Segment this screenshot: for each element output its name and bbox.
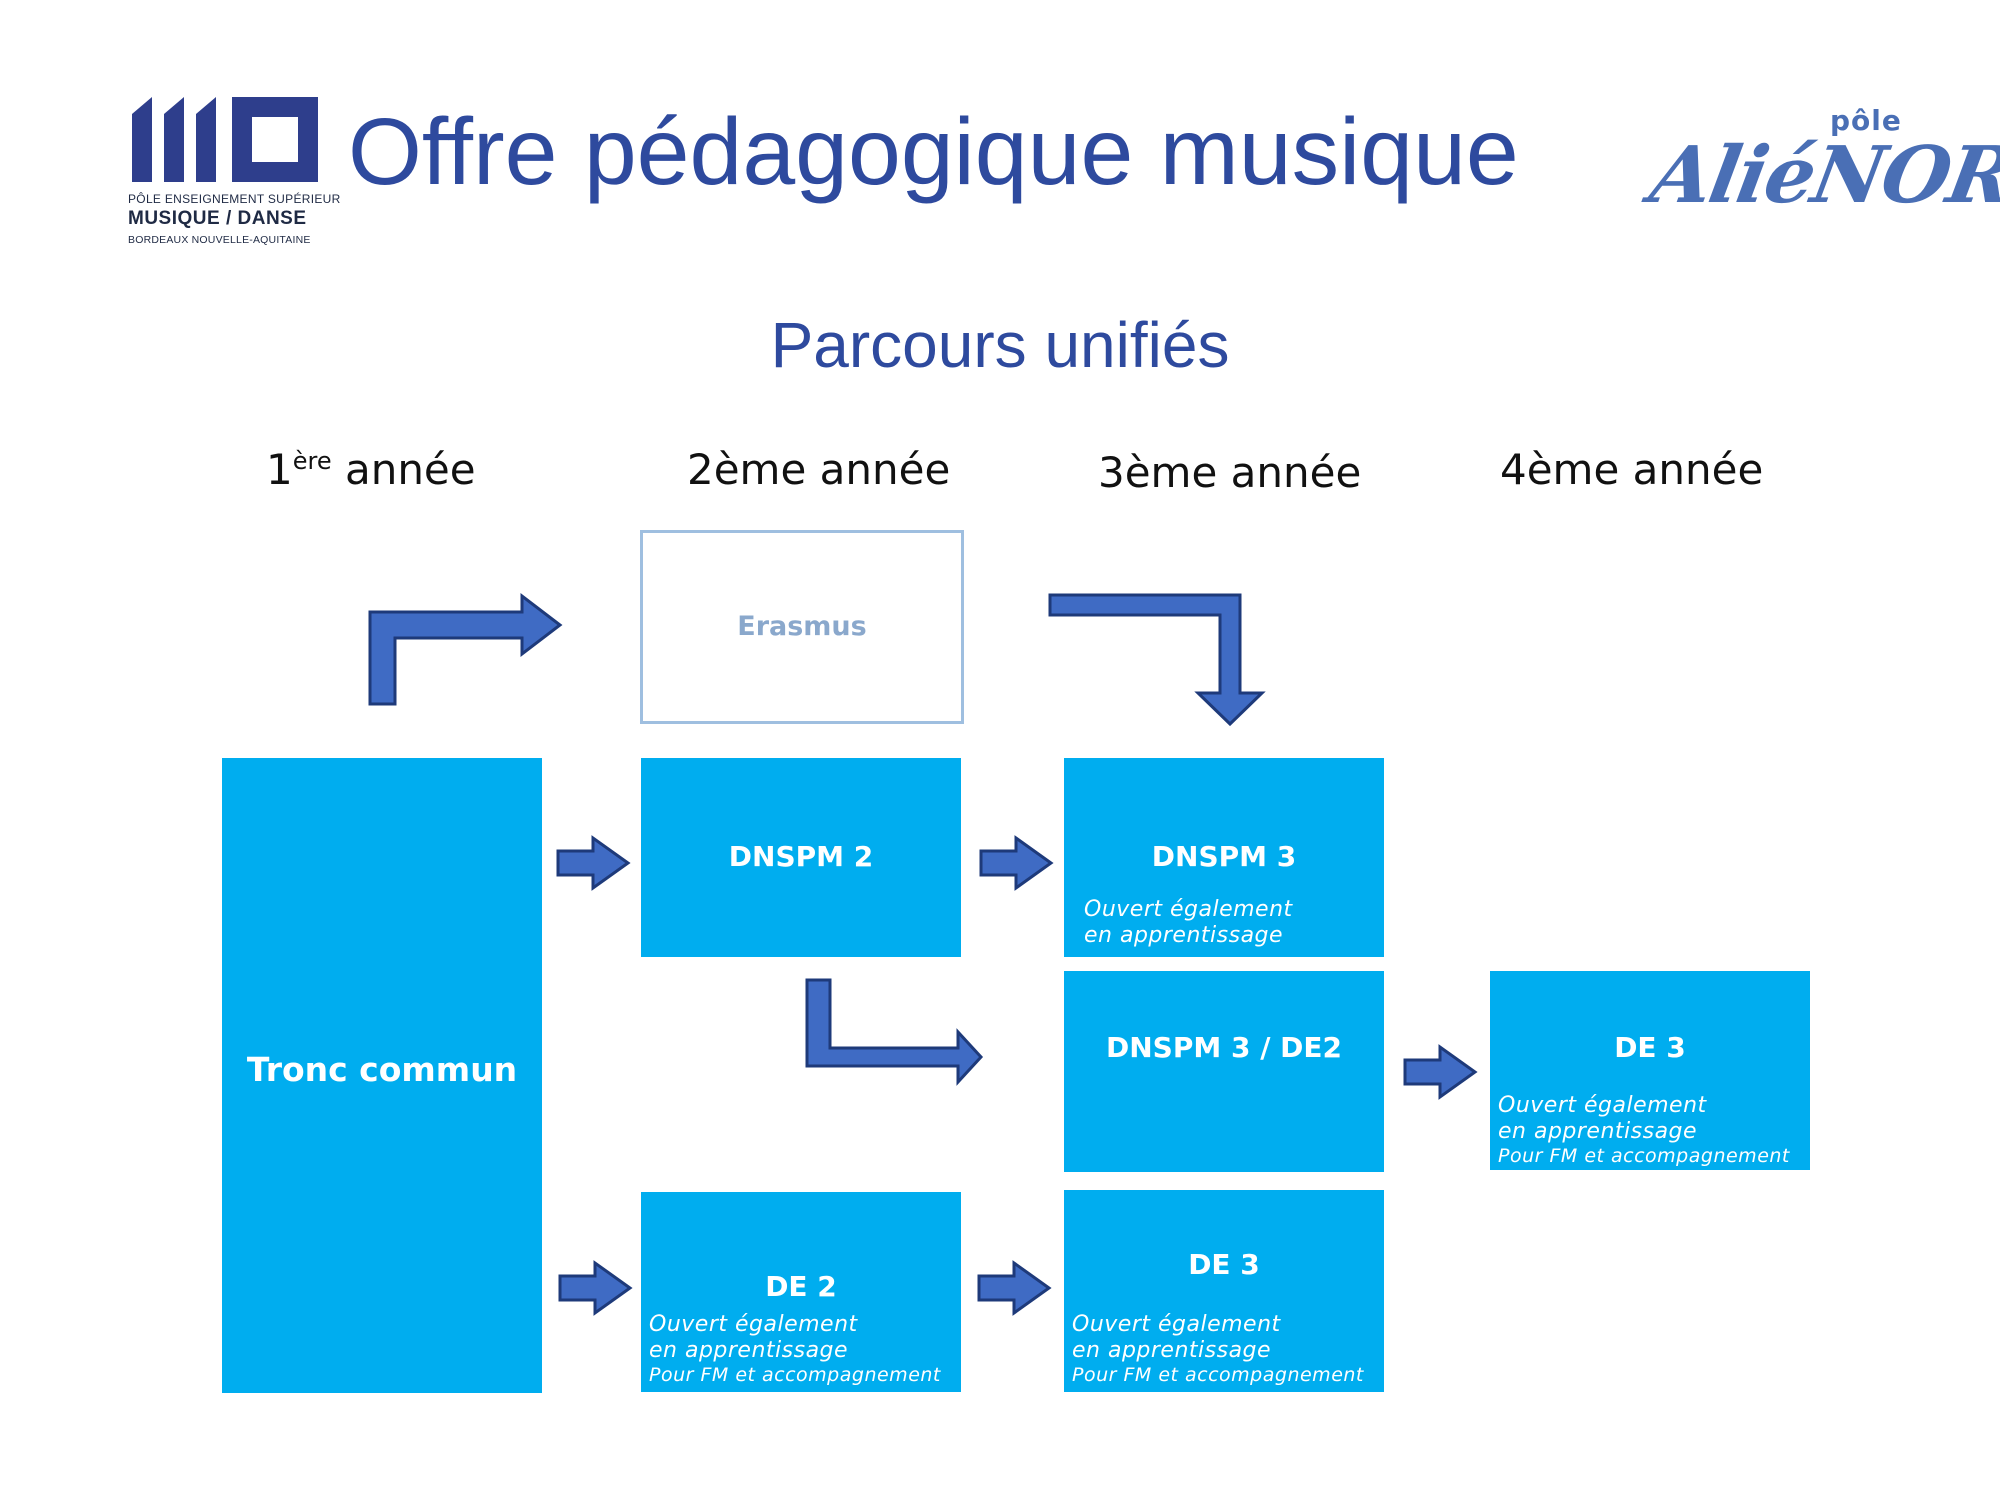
- arrow-tronc-to-de2: [558, 1260, 633, 1316]
- year-header-1: 1ère année: [266, 445, 476, 494]
- logo-text-line2: MUSIQUE / DANSE: [128, 208, 307, 229]
- box-dnspm3-title: DNSPM 3: [1151, 840, 1297, 873]
- box-de3-year3-note3: Pour FM et accompagnement: [1072, 1364, 1364, 1386]
- logo-mark-icon: [132, 97, 318, 182]
- box-dnspm3-note2: en apprentissage: [1084, 923, 1284, 948]
- box-erasmus-title: Erasmus: [737, 611, 867, 642]
- box-dnspm2-title: DNSPM 2: [728, 840, 874, 873]
- box-de3-year4-note2: en apprentissage: [1498, 1119, 1698, 1144]
- box-de3-year3-note1: Ouvert également: [1072, 1312, 1281, 1337]
- box-de2-note3: Pour FM et accompagnement: [649, 1364, 941, 1386]
- logo-pole-musique-danse: PÔLE ENSEIGNEMENT SUPÉRIEUR MUSIQUE / DA…: [128, 92, 340, 252]
- year-header-2: 2ème année: [687, 445, 951, 494]
- box-de3-year3: DE 3 Ouvert également en apprentissage P…: [1064, 1190, 1384, 1392]
- box-de3-year4: DE 3 Ouvert également en apprentissage P…: [1490, 971, 1810, 1170]
- box-de3-year3-note: Ouvert également en apprentissage: [1072, 1312, 1281, 1364]
- year-1-number: 1: [266, 445, 293, 494]
- box-dnspm3-de2-title: DNSPM 3 / DE2: [1105, 1031, 1343, 1064]
- box-de3-year3-note2: en apprentissage: [1072, 1338, 1272, 1363]
- box-dnspm2: DNSPM 2: [641, 758, 961, 957]
- logo-text-line1: PÔLE ENSEIGNEMENT SUPÉRIEUR: [128, 192, 341, 206]
- box-de3-year4-note3: Pour FM et accompagnement: [1498, 1145, 1790, 1167]
- box-de2-note2: en apprentissage: [649, 1338, 849, 1363]
- logo-text-line3: BORDEAUX NOUVELLE-AQUITAINE: [128, 234, 311, 246]
- arrow-erasmus-to-dnspm3: [1048, 593, 1266, 727]
- box-de3-year4-note1: Ouvert également: [1498, 1093, 1707, 1118]
- logo-alienor: pôle AliéNOR: [1630, 100, 2000, 230]
- arrow-dnspm2-to-dnspm3: [979, 835, 1054, 891]
- box-de2: DE 2 Ouvert également en apprentissage P…: [641, 1192, 961, 1392]
- arrow-dnspm3de2-to-de3: [1403, 1044, 1478, 1100]
- page-title: Offre pédagogique musique: [348, 99, 1519, 205]
- arrow-tronc-to-dnspm2: [556, 835, 631, 891]
- box-de2-note: Ouvert également en apprentissage: [649, 1312, 858, 1364]
- arrow-tronc-to-erasmus: [368, 592, 563, 706]
- box-tronc-commun: Tronc commun: [222, 758, 542, 1393]
- box-dnspm3-note: Ouvert également en apprentissage: [1084, 897, 1293, 949]
- box-de3-year4-note: Ouvert également en apprentissage: [1498, 1093, 1707, 1145]
- logo-alienor-small: pôle: [1830, 104, 1902, 137]
- box-dnspm3: DNSPM 3 Ouvert également en apprentissag…: [1064, 758, 1384, 957]
- box-dnspm3-note1: Ouvert également: [1084, 897, 1293, 922]
- box-erasmus: Erasmus: [640, 530, 964, 724]
- year-header-3: 3ème année: [1098, 448, 1362, 497]
- box-tronc-title: Tronc commun: [246, 1050, 518, 1089]
- year-1-sup: ère: [292, 447, 332, 475]
- box-de2-title: DE 2: [765, 1270, 837, 1303]
- arrow-de2-to-de3: [977, 1260, 1052, 1316]
- box-de3-year3-title: DE 3: [1188, 1248, 1260, 1281]
- box-de3-year4-title: DE 3: [1614, 1031, 1686, 1064]
- box-dnspm3-de2: DNSPM 3 / DE2: [1064, 971, 1384, 1172]
- arrow-dnspm2-to-dnspm3-de2: [805, 978, 984, 1086]
- page-subtitle: Parcours unifiés: [770, 309, 1230, 381]
- year-header-4: 4ème année: [1500, 445, 1764, 494]
- box-de2-note1: Ouvert également: [649, 1312, 858, 1337]
- year-1-word: année: [331, 445, 476, 494]
